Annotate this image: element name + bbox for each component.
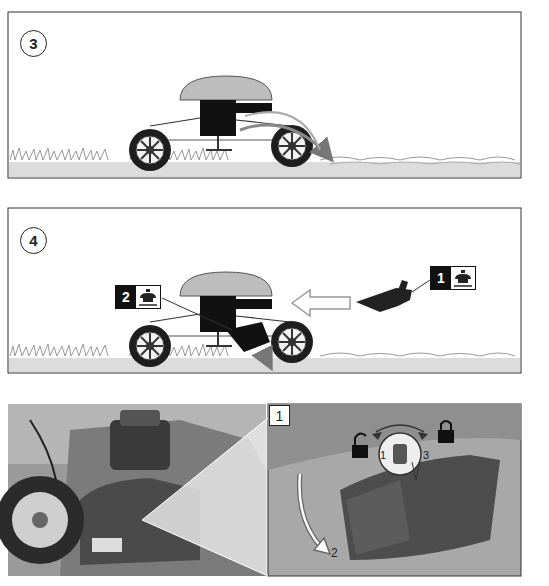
callout-number: 2 — [115, 285, 161, 309]
number-text: 2 — [116, 286, 136, 308]
number-text: 4 — [29, 232, 37, 249]
number-text: 3 — [29, 35, 37, 52]
callout-number: 1 — [430, 266, 476, 290]
step-number: 3 — [20, 30, 47, 57]
number-text: 1 — [431, 267, 451, 289]
step-number: 4 — [20, 227, 47, 254]
mulch-icon — [136, 286, 160, 308]
position-number: 3 — [423, 449, 429, 461]
mulch-icon — [451, 267, 475, 289]
position-number: 1 — [380, 449, 386, 461]
direction-number: 2 — [331, 546, 338, 560]
number-text: 1 — [276, 408, 284, 424]
inset-number: 1 — [269, 405, 290, 426]
